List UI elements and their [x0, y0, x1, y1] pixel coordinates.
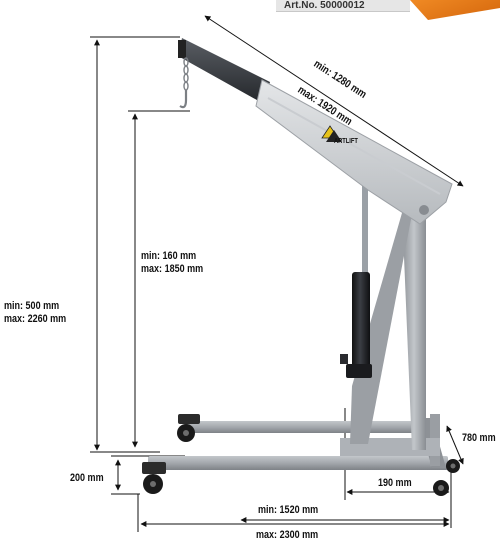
brand-logo	[321, 125, 342, 142]
caster-wheels	[142, 414, 460, 496]
total-height-max-label: max: 2260 mm	[4, 313, 67, 325]
article-number-label: Art.No. 50000012	[276, 0, 410, 12]
chain-hook	[179, 57, 189, 109]
width-label: 780 mm	[462, 432, 496, 444]
leg-gap-label: 190 mm	[378, 477, 412, 489]
hook-height-min-label: min: 160 mm	[141, 250, 197, 262]
mast	[350, 206, 426, 450]
total-height-label: min: 500 mm max: 2260 mm	[4, 300, 66, 326]
length-min-label: min: 1520 mm	[258, 504, 319, 516]
length-max-label: max: 2300 mm	[256, 529, 319, 541]
total-height-min-label: min: 500 mm	[4, 300, 60, 312]
hydraulic-cylinder	[340, 180, 372, 378]
leg-height-label: 200 mm	[70, 472, 104, 484]
dimension-lines	[90, 15, 464, 532]
brand-logo-text: ARTLIFT	[334, 138, 358, 145]
hook-height-label: min: 160 mm max: 1850 mm	[141, 250, 203, 276]
boom-arm	[178, 38, 453, 225]
hook-height-max-label: max: 1850 mm	[141, 263, 204, 275]
